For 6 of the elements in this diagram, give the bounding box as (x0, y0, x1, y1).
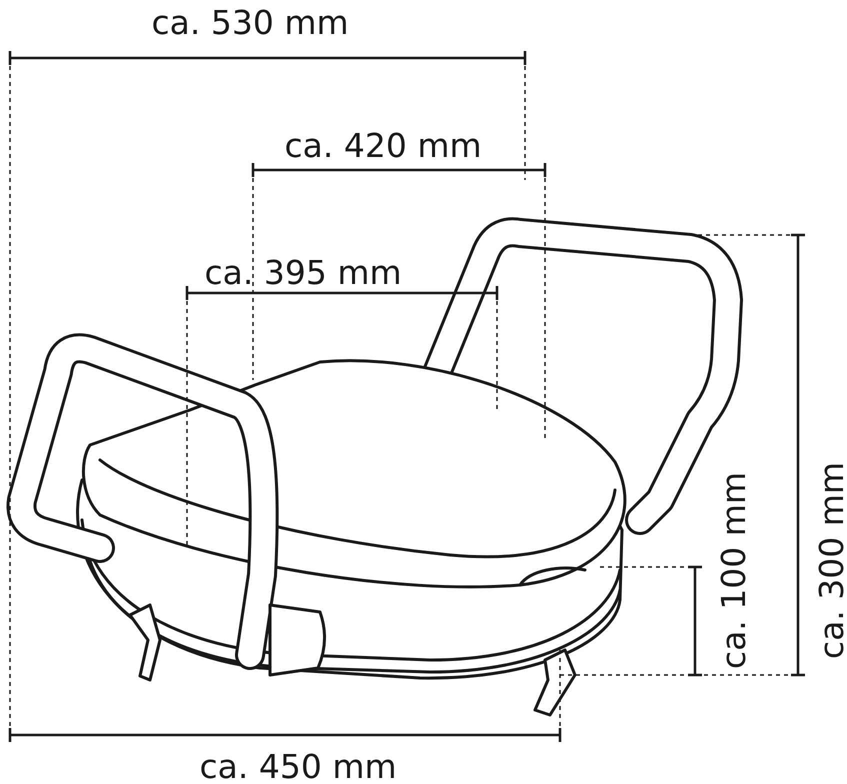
dimension-label: ca. 100 mm (716, 471, 750, 669)
dimension-label: ca. 395 mm (204, 256, 402, 288)
dimension-label: ca. 450 mm (200, 750, 397, 782)
dimension-label: ca. 300 mm (814, 461, 847, 659)
dimension-label: ca. 530 mm (152, 6, 349, 38)
dimension-label: ca. 420 mm (284, 128, 482, 162)
